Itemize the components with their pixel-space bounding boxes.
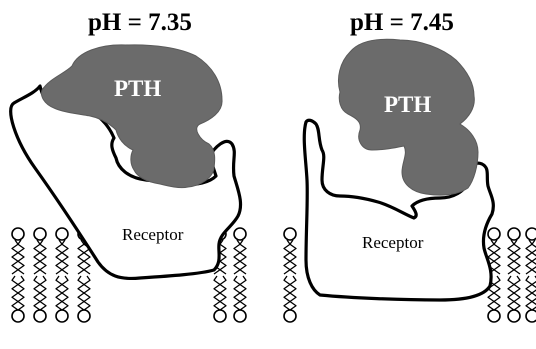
pth-ligand-right <box>338 39 478 195</box>
lipid-tail <box>220 276 226 310</box>
lipid-tail <box>526 276 532 310</box>
lipid-head <box>34 228 46 240</box>
lipid-tail <box>40 276 46 310</box>
lipid-tail <box>284 240 290 274</box>
lipid-tail <box>56 240 62 274</box>
lipid-tail <box>12 276 18 310</box>
ph-title-left: pH = 7.35 <box>88 9 192 36</box>
phospholipid-icon <box>508 276 520 322</box>
lipid-head <box>526 228 536 240</box>
lipid-head <box>234 228 246 240</box>
phospholipid-icon <box>56 276 68 322</box>
lipid-head <box>56 228 68 240</box>
lipid-tail <box>78 240 84 274</box>
lipid-tail <box>214 276 220 310</box>
lipid-head <box>284 228 296 240</box>
lipid-tail <box>494 240 500 274</box>
lipid-tail <box>526 240 532 274</box>
lipid-head <box>508 310 520 322</box>
lipid-head <box>214 310 226 322</box>
lipid-tail <box>220 240 226 274</box>
lipid-tail <box>284 276 290 310</box>
lipid-head <box>34 310 46 322</box>
receptor-label-left: Receptor <box>122 225 184 244</box>
membrane-left-cluster-2 <box>284 228 296 322</box>
lipid-head <box>284 310 296 322</box>
lipid-tail <box>240 240 246 274</box>
lipid-tail <box>240 276 246 310</box>
lipid-head <box>488 228 500 240</box>
phospholipid-icon <box>234 276 246 322</box>
panel-ph-7-45: pH = 7.45 PTH Receptor <box>284 9 536 322</box>
membrane-right-cluster-2 <box>488 228 536 322</box>
lipid-tail <box>40 240 46 274</box>
phospholipid-icon <box>508 228 520 274</box>
membrane-left-cluster <box>12 228 90 322</box>
lipid-tail <box>62 240 68 274</box>
panel-ph-7-35: pH = 7.35 PTH Receptor <box>11 9 246 322</box>
lipid-tail <box>234 240 240 274</box>
pth-label-left: PTH <box>114 76 161 101</box>
lipid-tail <box>12 240 18 274</box>
lipid-tail <box>34 240 40 274</box>
phospholipid-icon <box>526 228 536 274</box>
ph-title-right: pH = 7.45 <box>350 9 454 36</box>
lipid-head <box>526 310 536 322</box>
lipid-head <box>12 228 24 240</box>
lipid-tail <box>62 276 68 310</box>
pth-label-right: PTH <box>384 92 431 117</box>
phospholipid-icon <box>34 276 46 322</box>
phospholipid-icon <box>12 228 24 274</box>
lipid-tail <box>290 240 296 274</box>
lipid-tail <box>514 276 520 310</box>
lipid-head <box>234 310 246 322</box>
lipid-tail <box>290 276 296 310</box>
phospholipid-icon <box>56 228 68 274</box>
phospholipid-icon <box>34 228 46 274</box>
lipid-tail <box>78 276 84 310</box>
lipid-tail <box>532 276 536 310</box>
lipid-tail <box>234 276 240 310</box>
phospholipid-icon <box>234 228 246 274</box>
lipid-tail <box>508 276 514 310</box>
phospholipid-icon <box>214 276 226 322</box>
lipid-head <box>12 310 24 322</box>
lipid-tail <box>34 276 40 310</box>
lipid-tail <box>18 240 24 274</box>
lipid-tail <box>18 276 24 310</box>
receptor-label-right: Receptor <box>362 233 424 252</box>
phospholipid-icon <box>78 276 90 322</box>
phospholipid-icon <box>526 276 536 322</box>
lipid-tail <box>532 240 536 274</box>
lipid-head <box>488 310 500 322</box>
lipid-tail <box>56 276 62 310</box>
lipid-head <box>78 310 90 322</box>
lipid-tail <box>508 240 514 274</box>
lipid-tail <box>84 276 90 310</box>
lipid-head <box>56 310 68 322</box>
phospholipid-icon <box>12 276 24 322</box>
phospholipid-icon <box>284 276 296 322</box>
lipid-head <box>508 228 520 240</box>
lipid-tail <box>494 276 500 310</box>
lipid-tail <box>514 240 520 274</box>
phospholipid-icon <box>284 228 296 274</box>
